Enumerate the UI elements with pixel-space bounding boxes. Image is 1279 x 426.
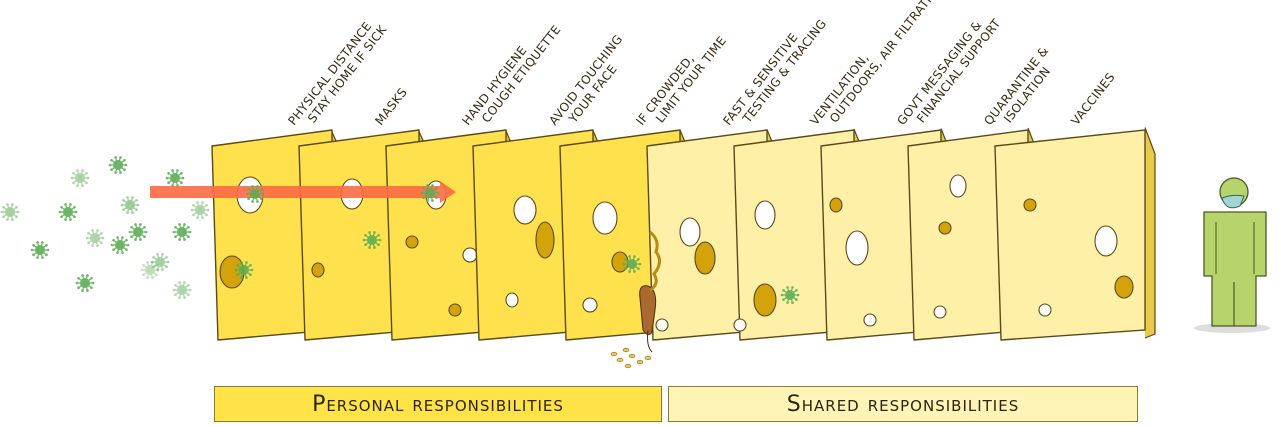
virus-icon (234, 261, 254, 279)
cheese-hole (592, 201, 618, 235)
cheese-hole (845, 230, 869, 266)
cheese-hole (949, 174, 967, 198)
penetration-arrow (150, 181, 456, 203)
cheese-hole (754, 200, 776, 230)
cheese-hole (1094, 225, 1118, 257)
virus-icon (245, 185, 265, 203)
cheese-hole (448, 303, 462, 317)
protected-person (1194, 177, 1270, 333)
cheese-hole (405, 235, 419, 249)
virus-icon (70, 169, 90, 187)
mouse (610, 230, 661, 369)
virus-cloud (0, 156, 210, 299)
cheese-hole (513, 195, 537, 225)
virus-icon (30, 241, 50, 259)
cheese-hole (655, 318, 669, 332)
virus-icon (108, 156, 128, 174)
virus-icon (172, 223, 192, 241)
cheese-hole (582, 297, 598, 313)
cheese-hole (1038, 303, 1052, 317)
arrow-shape (150, 181, 456, 203)
virus-icon (0, 203, 20, 221)
cheese-hole (733, 318, 747, 332)
virus-icon (780, 286, 800, 304)
layer-label-9: QUARANTINE &ISOLATION (981, 44, 1062, 137)
virus-icon (140, 261, 160, 279)
shared-responsibilities-band: Shared responsibilities (668, 386, 1138, 422)
cheese-hole (753, 283, 777, 317)
cheese-hole (1023, 198, 1037, 212)
cheese-hole (505, 292, 519, 308)
cheese-hole (462, 247, 478, 263)
virus-icon (420, 184, 440, 202)
mask-icon (1221, 194, 1245, 209)
virus-icon (110, 236, 130, 254)
virus-icon (120, 196, 140, 214)
virus-cloud-front (234, 184, 800, 304)
virus-icon (75, 274, 95, 292)
cheese-hole (1114, 275, 1134, 299)
layer-label-4: AVOID TOUCHINGYOUR FACE (546, 32, 636, 136)
cheese-hole (311, 262, 325, 278)
person-figure (1194, 177, 1270, 333)
cheese-hole (694, 241, 716, 275)
shared-responsibilities-label: Shared responsibilities (786, 391, 1020, 417)
cheese-hole (829, 197, 843, 213)
virus-icon (362, 231, 382, 249)
layer-label-10: VACCINES (1068, 70, 1117, 128)
cheese-hole (863, 313, 877, 327)
cheese-hole (938, 221, 952, 235)
virus-icon (622, 255, 642, 273)
virus-icon (172, 281, 192, 299)
mouse-icon (639, 285, 657, 336)
cheese-hole (679, 217, 701, 247)
personal-responsibilities-label: Personal responsibilities (312, 391, 564, 417)
virus-icon (58, 203, 78, 221)
virus-icon (165, 169, 185, 187)
layer-label-5: IF CROWDED,LIMIT YOUR TIME (633, 25, 729, 137)
cheese-hole (535, 221, 555, 259)
cheese-slice-10 (994, 127, 1156, 341)
virus-icon (85, 229, 105, 247)
layer-label-2: MASKS (372, 85, 410, 128)
personal-responsibilities-band: Personal responsibilities (214, 386, 662, 422)
virus-icon (190, 201, 210, 219)
virus-icon (128, 223, 148, 241)
cheese-hole (933, 305, 947, 319)
virus-icon (150, 253, 170, 271)
cheese-slices (211, 127, 1156, 341)
